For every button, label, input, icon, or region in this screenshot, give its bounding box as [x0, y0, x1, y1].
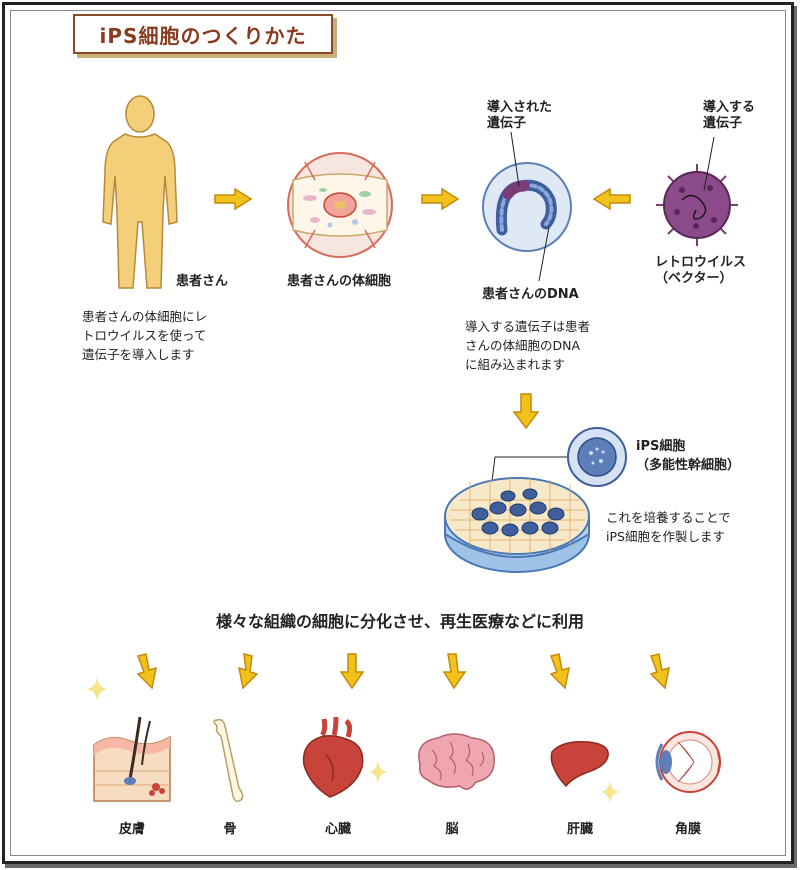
inner-border: [10, 10, 786, 856]
dna-cell-icon: [482, 162, 572, 252]
gene-to-introduce-label: 導入する 遺伝子: [703, 100, 756, 131]
pointer-line-dna: [538, 226, 550, 282]
arrow-left-icon: [592, 187, 631, 211]
arrow-down-icon-brain: [442, 653, 467, 690]
note-culture: これを培養することで iPS細胞を作製します: [606, 510, 731, 544]
patient-figure-icon: [102, 95, 178, 289]
heart-icon: [302, 716, 364, 798]
differentiation-heading: 様々な組織の細胞に分化させ、再生医療などに利用: [215, 612, 584, 631]
sparkle-icon-3: [600, 780, 620, 804]
skin-icon: [93, 716, 171, 802]
organ-label-heart: 心臓: [324, 822, 351, 837]
organ-label-skin: 皮膚: [118, 822, 145, 837]
arrow-down-icon-bone: [238, 653, 259, 690]
pointer-line-introduced-gene: [510, 131, 520, 187]
arrow-down-icon-heart: [339, 653, 365, 690]
arrow-down-icon-cornea: [649, 653, 670, 690]
organ-label-bone: 骨: [223, 822, 237, 837]
introduced-gene-label: 導入された 遺伝子: [487, 100, 553, 131]
brain-icon: [418, 733, 495, 790]
page-title: iPS細胞のつくりかた: [99, 23, 307, 48]
sparkle-icon-2: [368, 760, 388, 784]
organ-label-liver: 肝臓: [566, 822, 593, 837]
arrow-down-icon-skin: [136, 653, 157, 690]
ips-cell-label: iPS細胞 （多能性幹細胞）: [636, 439, 741, 473]
organ-label-cornea: 角膜: [674, 822, 701, 837]
somatic-cell-label: 患者さんの体細胞: [287, 274, 392, 289]
ips-cell-icon: [567, 427, 627, 487]
arrow-down-icon-liver: [549, 653, 570, 690]
arrow-right-icon-2: [421, 187, 460, 211]
patient-label: 患者さん: [176, 274, 229, 289]
arrow-down-icon: [512, 393, 540, 430]
title-box: iPS細胞のつくりかた: [73, 14, 333, 54]
arrow-right-icon-1: [214, 187, 253, 211]
sparkle-icon-1: [86, 676, 108, 702]
bone-icon: [213, 718, 244, 803]
somatic-cell-icon: [287, 152, 393, 258]
note-introduce-gene: 患者さんの体細胞にレ トロウイルスを使って 遺伝子を導入します: [82, 309, 208, 362]
pointer-line-gene-to-introduce: [703, 136, 715, 192]
patient-dna-label: 患者さんのDNA: [482, 287, 579, 302]
organ-label-brain: 脳: [445, 822, 459, 837]
retrovirus-icon: [656, 164, 738, 246]
culture-dish-icon: [444, 477, 590, 573]
retrovirus-label: レトロウイルス （ベクター）: [655, 255, 747, 286]
liver-icon: [550, 740, 609, 788]
note-dna-integration: 導入する遺伝子は患者 さんの体細胞のDNA に組み込まれます: [465, 319, 591, 372]
eye-icon: [655, 731, 722, 793]
